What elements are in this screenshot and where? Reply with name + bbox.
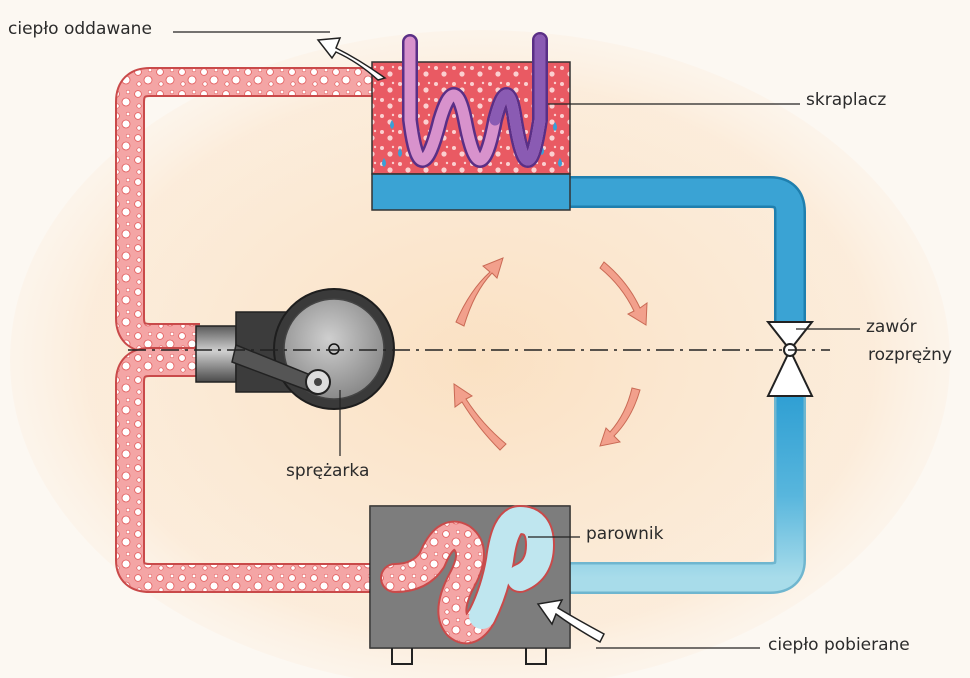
label-compressor: sprężarka — [286, 461, 370, 481]
cycle-arrow-up-left — [455, 257, 504, 327]
circulation-arrows — [453, 257, 648, 451]
heat-out-arrow — [316, 37, 387, 81]
cycle-arrow-down-right-top — [599, 261, 648, 326]
cycle-arrow-up-left-bottom — [453, 383, 507, 451]
leader-lines — [173, 31, 860, 649]
label-condenser: skraplacz — [806, 90, 887, 110]
evaporator — [369, 505, 571, 665]
cycle-arrow-down-right-bottom — [599, 387, 641, 447]
label-valve-line2: rozprężny — [868, 345, 952, 365]
cold-pipe — [520, 176, 806, 594]
condenser — [371, 32, 571, 211]
label-heat-in: ciepło pobierane — [768, 635, 910, 655]
label-valve-line1: zawór — [866, 317, 917, 337]
hot-pipe — [115, 67, 395, 593]
label-heat-out: ciepło oddawane — [8, 19, 152, 39]
label-evaporator: parownik — [586, 524, 664, 544]
compressor — [195, 288, 395, 410]
heat-in-arrow — [536, 599, 605, 644]
